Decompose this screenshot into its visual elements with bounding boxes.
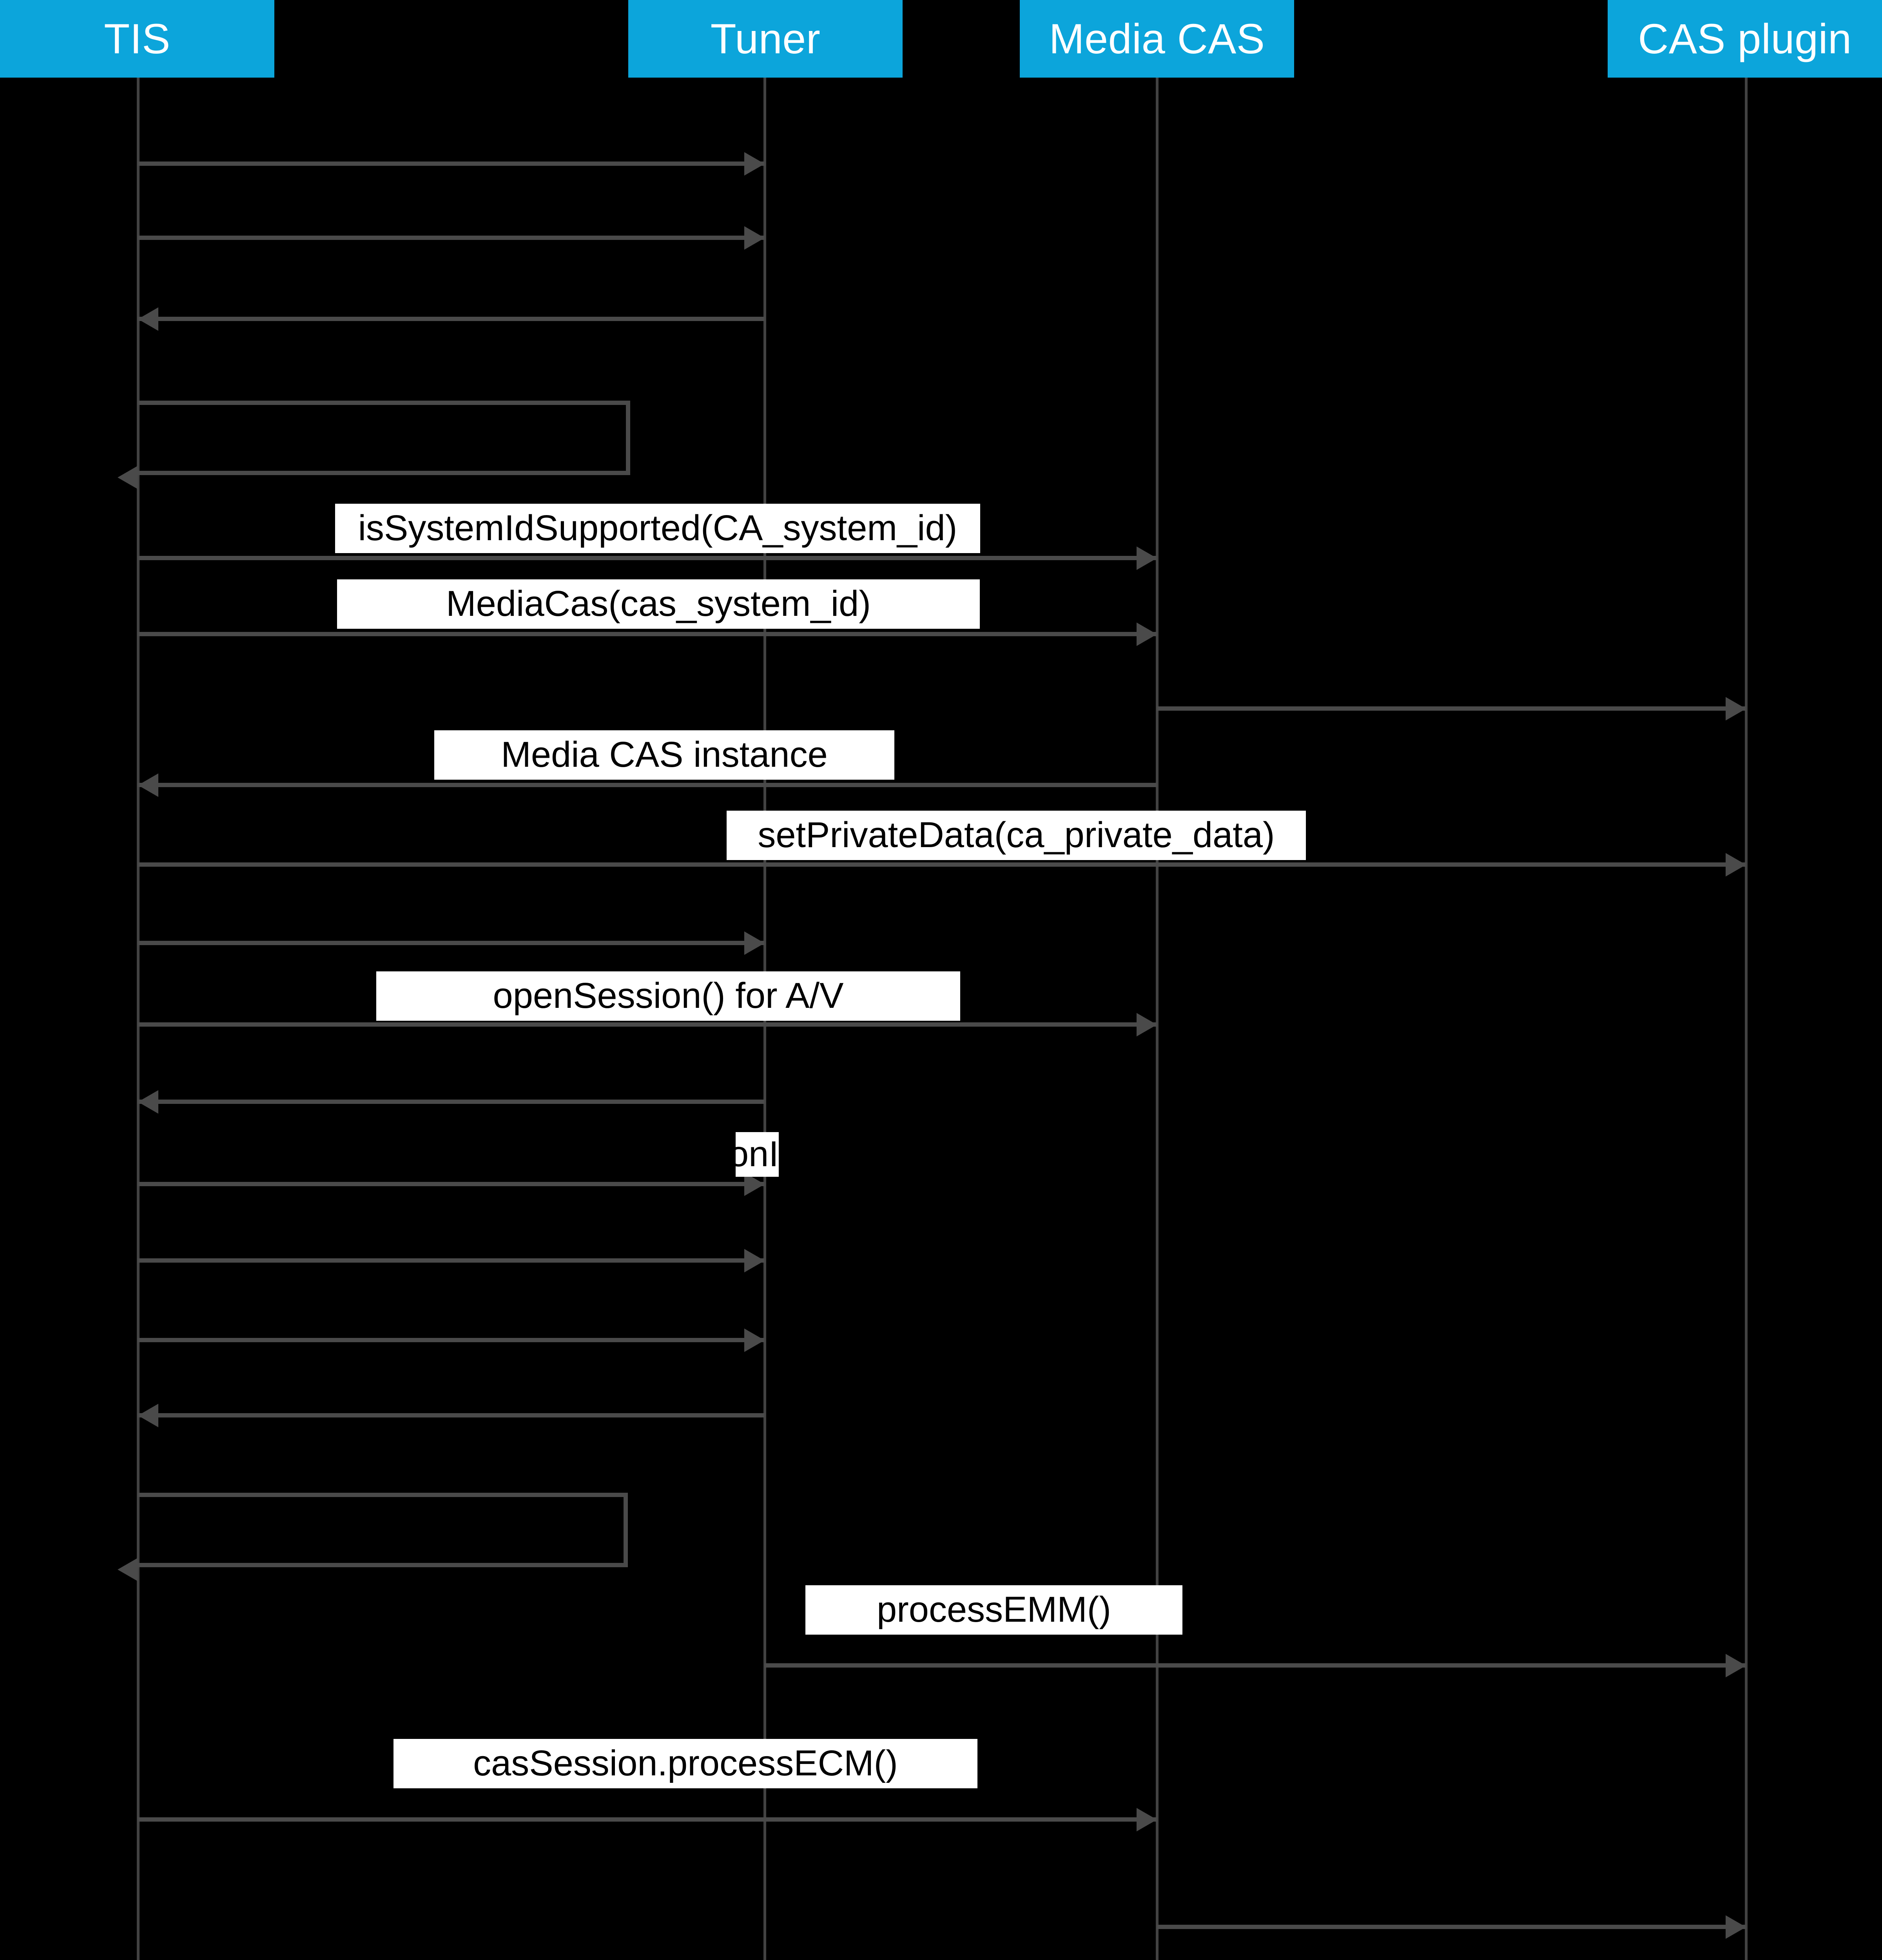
arrowhead-m17 bbox=[1137, 1808, 1157, 1831]
actor-label: CAS plugin bbox=[1638, 15, 1852, 62]
message-label-text: openSession() for A/V bbox=[493, 976, 844, 1016]
arrowhead-m8 bbox=[1726, 853, 1746, 877]
message-line-m7 bbox=[138, 783, 1157, 787]
message-line-m9 bbox=[138, 941, 765, 945]
message-line-m18 bbox=[1157, 1925, 1746, 1929]
arrowhead-m15 bbox=[138, 1403, 158, 1427]
header-actor-box-tis[interactable]: TIS bbox=[0, 0, 274, 78]
message-line-m3 bbox=[138, 317, 765, 321]
lifeline-plugin bbox=[1745, 78, 1748, 1960]
message-line-m6 bbox=[1157, 706, 1746, 711]
message-line-m8 bbox=[138, 862, 1746, 867]
message-line-m17 bbox=[138, 1817, 1157, 1822]
actor-label: TIS bbox=[104, 15, 170, 62]
message-label-text: processEMM() bbox=[876, 1590, 1111, 1630]
message-label-text: casSession.processECM() bbox=[473, 1743, 898, 1784]
arrowhead-m14 bbox=[744, 1328, 765, 1352]
message-line-m10 bbox=[138, 1022, 1157, 1027]
message-line-m4 bbox=[138, 556, 1157, 560]
arrowhead-m11 bbox=[138, 1090, 158, 1114]
message-label-L7: processEMM() bbox=[805, 1585, 1182, 1635]
header-actor-box-tuner[interactable]: Tuner bbox=[628, 0, 903, 78]
arrowhead-m10 bbox=[1137, 1013, 1157, 1036]
message-label-text: onId bbox=[736, 1134, 779, 1174]
self-call-s1 bbox=[138, 401, 630, 475]
arrowhead-m16 bbox=[1726, 1653, 1746, 1677]
message-line-m1 bbox=[138, 162, 765, 166]
header-actor-box-mcas[interactable]: Media CAS bbox=[1020, 0, 1294, 78]
message-label-L4: setPrivateData(ca_private_data) bbox=[727, 811, 1306, 860]
arrowhead-m9 bbox=[744, 931, 765, 955]
arrowhead-m2 bbox=[744, 226, 765, 250]
message-line-m12 bbox=[138, 1182, 765, 1186]
message-label-text: Media CAS instance bbox=[501, 735, 828, 775]
message-line-m11 bbox=[138, 1100, 765, 1104]
arrowhead-m13 bbox=[744, 1249, 765, 1272]
message-label-L1: isSystemIdSupported(CA_system_id) bbox=[335, 504, 980, 553]
self-call-s2 bbox=[138, 1493, 628, 1567]
message-label-L3: Media CAS instance bbox=[434, 730, 894, 780]
arrowhead-m5 bbox=[1137, 622, 1157, 646]
message-label-L2: MediaCas(cas_system_id) bbox=[337, 579, 980, 629]
lifeline-tis bbox=[137, 78, 140, 1960]
message-label-L8: casSession.processECM() bbox=[393, 1739, 977, 1788]
arrowhead-m7 bbox=[138, 773, 158, 797]
message-line-m16 bbox=[765, 1663, 1746, 1668]
message-label-text: MediaCas(cas_system_id) bbox=[446, 584, 871, 624]
arrowhead-s2 bbox=[118, 1557, 138, 1581]
arrowhead-s1 bbox=[118, 465, 138, 489]
message-label-text: isSystemIdSupported(CA_system_id) bbox=[358, 508, 957, 548]
message-line-m13 bbox=[138, 1258, 765, 1263]
message-line-m15 bbox=[138, 1413, 765, 1417]
message-label-L5: openSession() for A/V bbox=[376, 971, 960, 1021]
arrowhead-m3 bbox=[138, 307, 158, 331]
header-actor-box-plugin[interactable]: CAS plugin bbox=[1608, 0, 1882, 78]
message-line-m5 bbox=[138, 632, 1157, 636]
arrowhead-m1 bbox=[744, 152, 765, 176]
message-line-m2 bbox=[138, 236, 765, 240]
actor-label: Media CAS bbox=[1049, 15, 1265, 62]
message-label-text: setPrivateData(ca_private_data) bbox=[758, 815, 1275, 855]
message-line-m14 bbox=[138, 1338, 765, 1342]
actor-label: Tuner bbox=[710, 15, 821, 62]
arrowhead-m4 bbox=[1137, 546, 1157, 570]
arrowhead-m18 bbox=[1726, 1915, 1746, 1939]
message-label-L6: onId bbox=[736, 1132, 779, 1177]
lifeline-mcas bbox=[1156, 78, 1159, 1960]
arrowhead-m6 bbox=[1726, 697, 1746, 720]
